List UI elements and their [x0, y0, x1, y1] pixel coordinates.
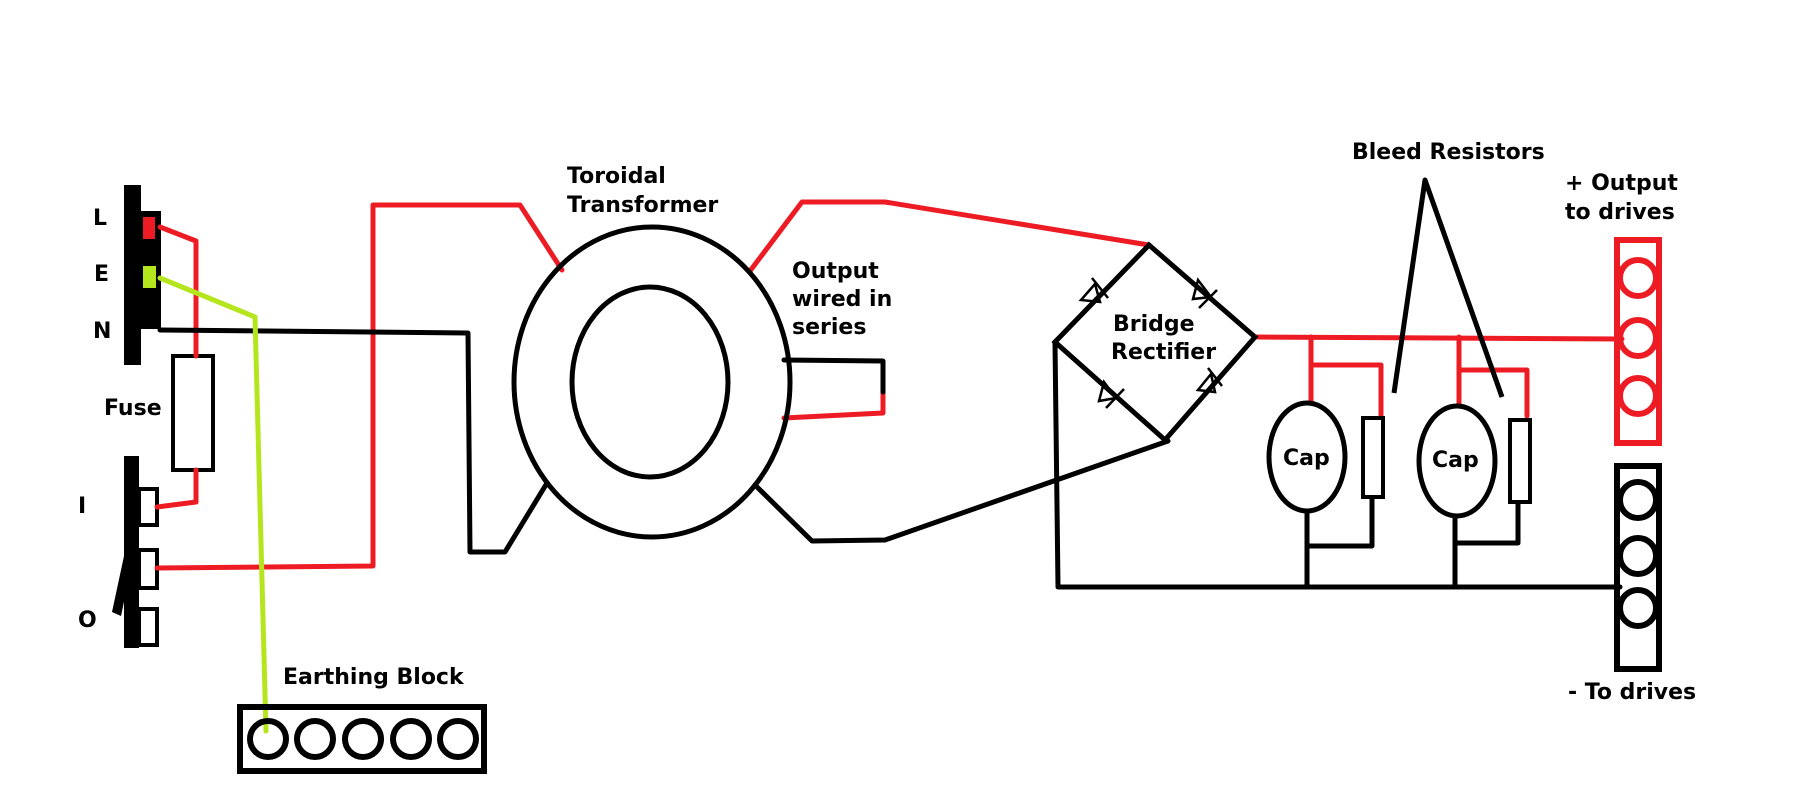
live-terminal	[143, 217, 155, 239]
positive-rail-wire	[1254, 334, 1625, 342]
earthing-block-housing	[237, 704, 487, 774]
pos-terminal-3	[1617, 375, 1659, 417]
diode-icon-top-left	[1078, 277, 1109, 304]
live-wiring	[154, 199, 1625, 571]
diode-icon-bottom-left	[1097, 379, 1125, 409]
rectifier-diamond	[1051, 241, 1259, 444]
bleed-resistor-1	[1361, 416, 1385, 499]
negative-output-terminal-block	[1614, 463, 1662, 672]
label-output-3: series	[792, 315, 866, 340]
negative-rail-wire	[1052, 340, 1623, 590]
toroid-outer-ring	[511, 224, 793, 540]
earth-terminal-2	[294, 718, 336, 760]
neutral-wiring	[157, 327, 1623, 590]
earth-terminal-3	[342, 718, 384, 760]
label-switch-off: O	[78, 608, 97, 633]
label-pos-output-2: to drives	[1565, 200, 1675, 225]
pos-terminal-housing	[1614, 237, 1662, 446]
switch-terminal-common	[137, 548, 159, 590]
neg-terminal-3	[1617, 587, 1659, 629]
label-earthing-block: Earthing Block	[283, 665, 465, 690]
switch-terminal-on	[137, 487, 159, 527]
earth-wire	[157, 275, 269, 734]
diode-icon-bottom-right	[1195, 367, 1223, 394]
label-cap-2: Cap	[1432, 448, 1479, 473]
mains-inlet	[124, 185, 161, 365]
neutral-to-transformer-wire	[157, 327, 550, 555]
label-transformer-2: Transformer	[567, 193, 718, 218]
diode-icon-top-right	[1191, 277, 1218, 309]
secondary-to-rectifier-wire	[747, 199, 1152, 274]
switch-rocker	[112, 528, 139, 616]
label-cap-1: Cap	[1283, 446, 1330, 471]
label-bleed-resistors: Bleed Resistors	[1352, 140, 1545, 165]
power-switch	[112, 456, 159, 648]
res1-bottom-wire	[1304, 494, 1375, 549]
label-fuse: Fuse	[104, 396, 162, 421]
label-rectifier-2: Rectifier	[1111, 340, 1216, 365]
series-link-black	[781, 357, 886, 395]
label-rectifier-1: Bridge	[1113, 312, 1195, 337]
label-output-2: wired in	[792, 287, 892, 312]
label-transformer-1: Toroidal	[567, 164, 666, 189]
pos-terminal-1	[1617, 257, 1659, 299]
live-to-fuse-wire	[157, 224, 199, 359]
label-neutral: N	[93, 319, 111, 344]
positive-output-terminal-block	[1614, 237, 1662, 446]
bleed-resistor-2	[1508, 418, 1532, 504]
earth-terminal-5	[437, 718, 479, 760]
label-neg-output: - To drives	[1568, 680, 1696, 705]
secondary-to-rectifier-return	[752, 438, 1171, 544]
pos-terminal-2	[1617, 317, 1659, 359]
label-output-1: Output	[792, 259, 879, 284]
fuse	[171, 354, 215, 472]
switch-terminal-off	[137, 607, 159, 647]
label-live: L	[93, 206, 107, 231]
earth-terminal-1	[247, 718, 289, 760]
capacitor-2	[1416, 403, 1498, 519]
bleed-resistors-pointer	[1391, 177, 1505, 398]
label-pos-output-1: + Output	[1565, 171, 1678, 196]
earth-terminal	[143, 266, 156, 288]
earthing-block	[237, 704, 487, 774]
res2-bottom-wire	[1452, 500, 1521, 546]
bridge-rectifier	[1051, 241, 1259, 444]
series-link-wire	[781, 389, 886, 421]
cap1-positive-wire	[1308, 334, 1384, 419]
inlet-back-bar	[124, 185, 141, 365]
toroid-inner-ring	[569, 284, 731, 480]
neg-terminal-1	[1617, 479, 1659, 521]
capacitor-1	[1266, 400, 1348, 514]
earth-terminal-4	[390, 718, 432, 760]
switch-to-transformer-wire	[154, 202, 565, 571]
neg-terminal-2	[1617, 535, 1659, 577]
label-switch-on: I	[78, 494, 86, 519]
label-earth: E	[94, 262, 109, 287]
toroidal-transformer	[511, 224, 793, 540]
neg-terminal-housing	[1614, 463, 1662, 672]
fuse-to-switch-wire	[154, 467, 199, 510]
